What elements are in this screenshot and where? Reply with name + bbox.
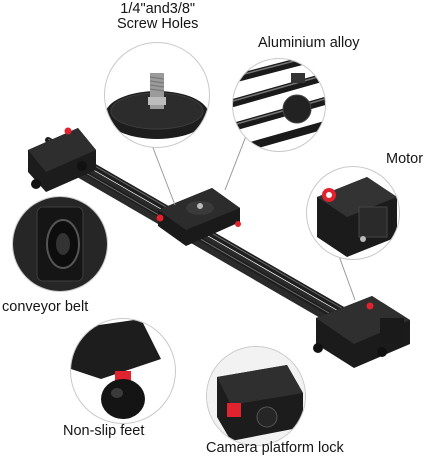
motor-label: Motor bbox=[386, 151, 424, 167]
left-end-block bbox=[28, 127, 96, 192]
non-slip-feet-detail-image bbox=[70, 318, 176, 424]
aluminium-alloy-label: Aluminium alloy bbox=[258, 35, 360, 51]
motor-detail-image bbox=[306, 166, 400, 260]
aluminium-rail-detail-image bbox=[232, 58, 326, 152]
slider-rails bbox=[45, 137, 369, 344]
camera-platform-lock-label: Camera platform lock bbox=[206, 440, 344, 456]
platform-lock-detail-image bbox=[206, 346, 306, 446]
right-end-block bbox=[313, 296, 410, 368]
camera-carriage bbox=[156, 188, 241, 246]
non-slip-feet-label: Non-slip feet bbox=[63, 423, 145, 439]
screw-holes-label-line2: Screw Holes bbox=[117, 16, 199, 33]
screw-holes-label: 1/4"and3/8" Screw Holes bbox=[117, 1, 199, 33]
conveyor-belt-detail-image bbox=[12, 196, 108, 292]
conveyor-belt-label: conveyor belt bbox=[2, 299, 89, 315]
screw-holes-detail-image bbox=[104, 42, 210, 148]
screw-holes-label-line1: 1/4"and3/8" bbox=[120, 1, 196, 17]
